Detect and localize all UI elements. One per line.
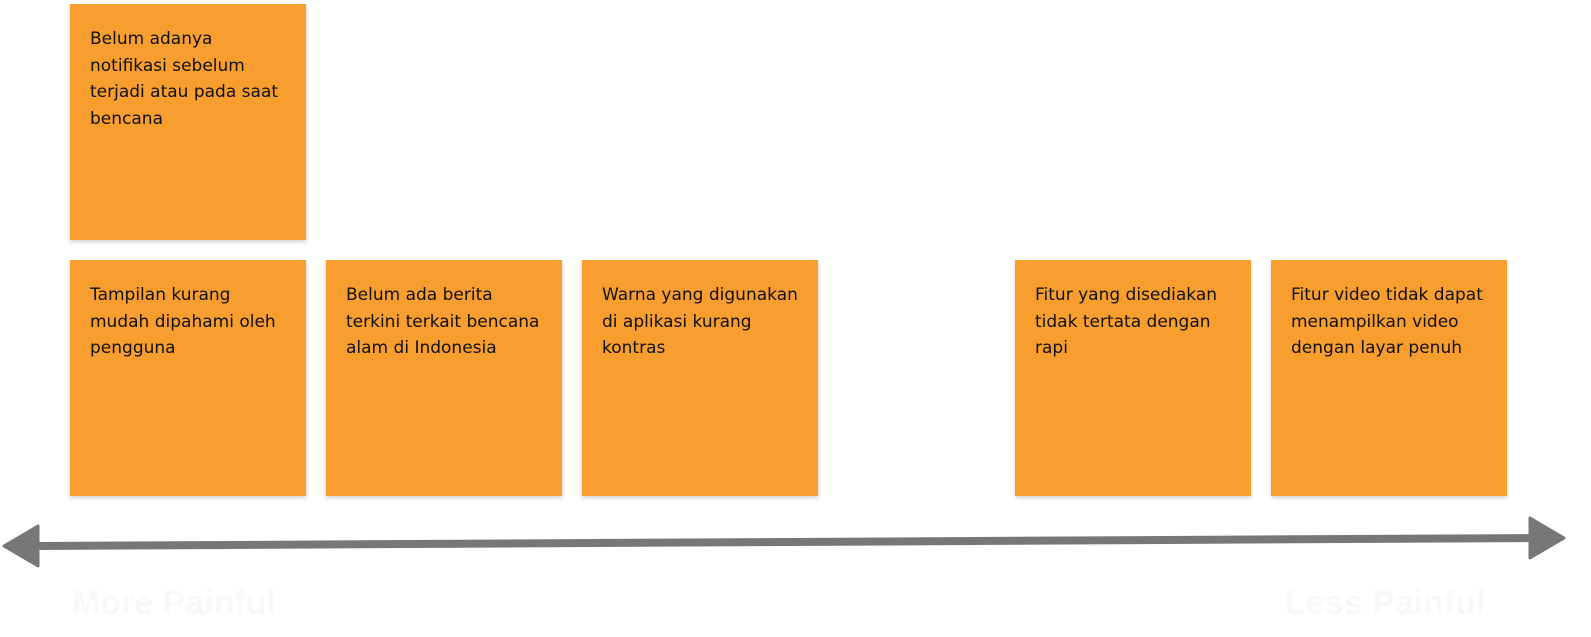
sticky-note[interactable]: Belum ada berita terkini terkait bencana… <box>326 260 562 496</box>
more-painful-label: More Painful <box>72 584 277 622</box>
sticky-note[interactable]: Fitur video tidak dapat menampilkan vide… <box>1271 260 1507 496</box>
note-text: Warna yang digunakan di aplikasi kurang … <box>602 285 798 358</box>
sticky-note[interactable]: Warna yang digunakan di aplikasi kurang … <box>582 260 818 496</box>
arrow-right-icon <box>1528 516 1566 560</box>
note-text: Fitur yang disediakan tidak tertata deng… <box>1035 285 1218 358</box>
axis-line <box>35 534 1538 550</box>
sticky-note[interactable]: Belum adanya notifikasi sebelum terjadi … <box>70 4 306 240</box>
note-text: Tampilan kurang mudah dipahami oleh peng… <box>90 285 276 358</box>
less-painful-label: Less Painful <box>1285 584 1486 622</box>
note-text: Fitur video tidak dapat menampilkan vide… <box>1291 285 1483 358</box>
sticky-note[interactable]: Fitur yang disediakan tidak tertata deng… <box>1015 260 1251 496</box>
note-text: Belum adanya notifikasi sebelum terjadi … <box>90 29 279 129</box>
note-text: Belum ada berita terkini terkait bencana… <box>346 285 540 358</box>
arrow-left-icon <box>2 524 40 568</box>
sticky-note[interactable]: Tampilan kurang mudah dipahami oleh peng… <box>70 260 306 496</box>
